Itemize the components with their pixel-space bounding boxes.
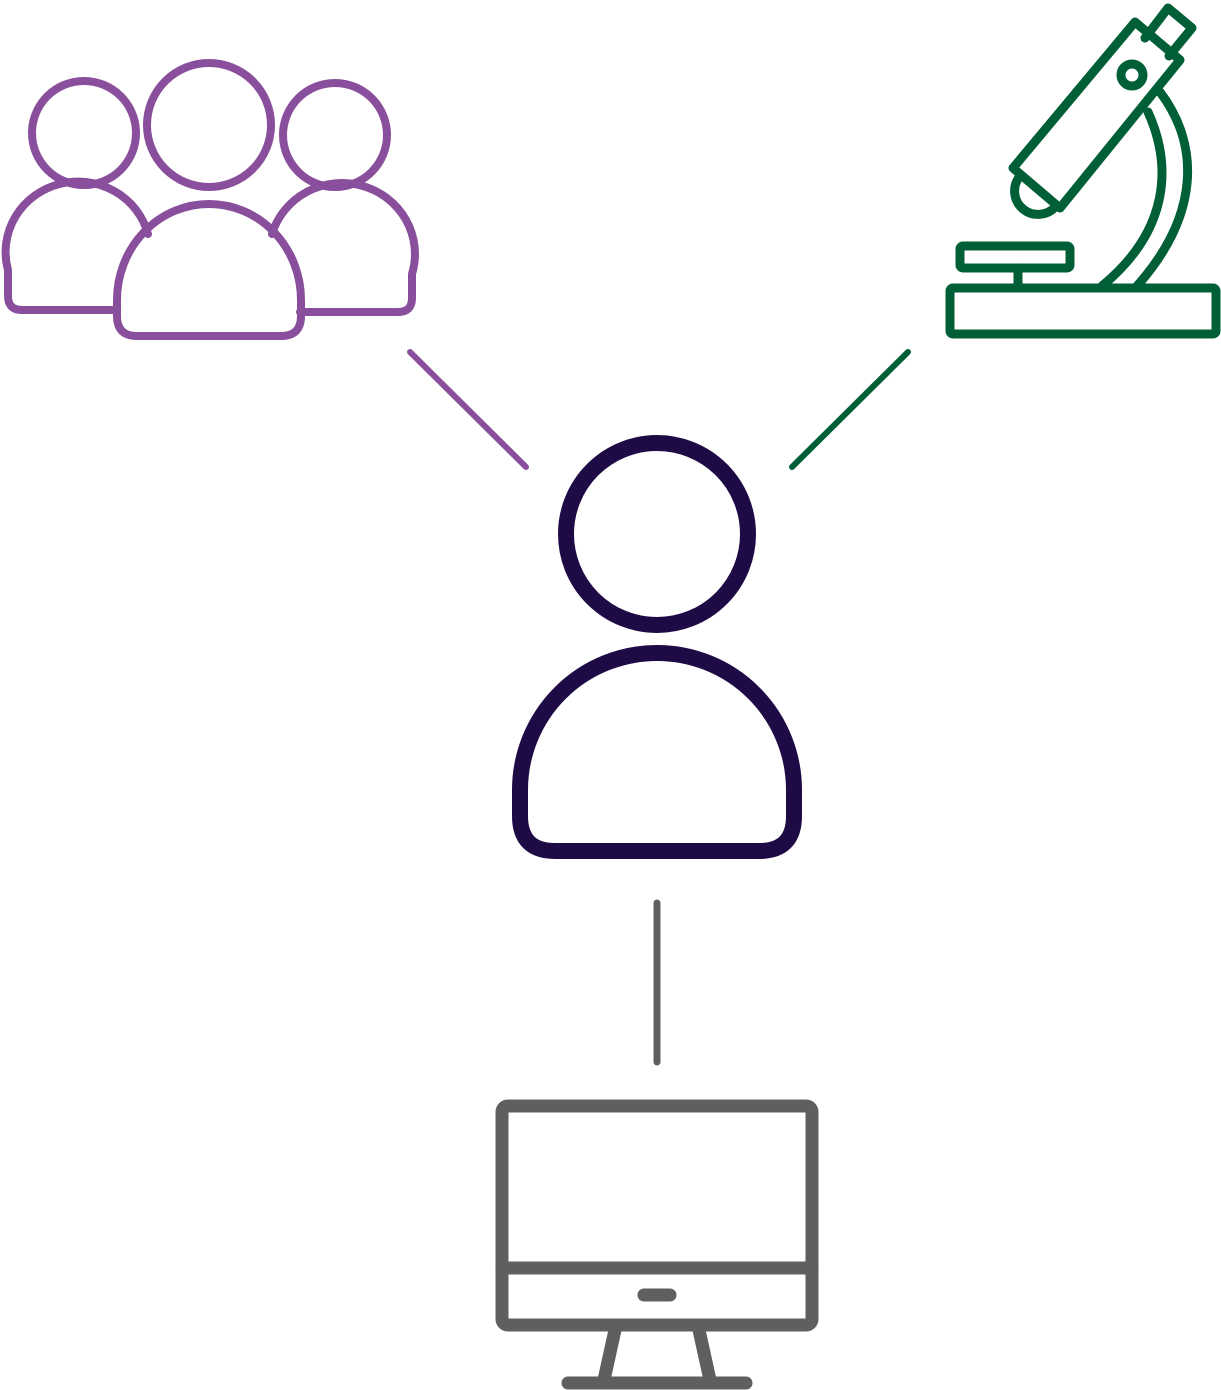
stand-left xyxy=(597,1323,622,1387)
microscope-icon xyxy=(945,3,1221,339)
desktop-computer-icon xyxy=(495,1099,819,1390)
connector-group xyxy=(407,349,529,470)
group-of-people-icon xyxy=(1,59,419,340)
monitor-frame xyxy=(495,1099,819,1332)
center-person-head xyxy=(143,59,275,191)
microscope-arm-inner xyxy=(1097,107,1167,291)
person-icon xyxy=(512,435,802,859)
microscope-knob xyxy=(1116,59,1148,91)
stand-right xyxy=(692,1323,717,1387)
microscope-eyepiece xyxy=(1140,3,1197,61)
connector-microscope xyxy=(789,349,911,470)
microscope-arm-outer xyxy=(1132,87,1193,291)
microscope-tube xyxy=(1008,17,1185,213)
left-person-body xyxy=(1,177,152,314)
center-person-body xyxy=(113,200,305,340)
microscope-base xyxy=(945,283,1221,339)
right-person-head xyxy=(279,79,391,191)
left-person-head xyxy=(28,77,140,189)
person-head xyxy=(558,435,756,633)
person-body xyxy=(512,645,802,859)
microscope-objective xyxy=(1010,171,1061,219)
right-person-body xyxy=(268,179,419,316)
